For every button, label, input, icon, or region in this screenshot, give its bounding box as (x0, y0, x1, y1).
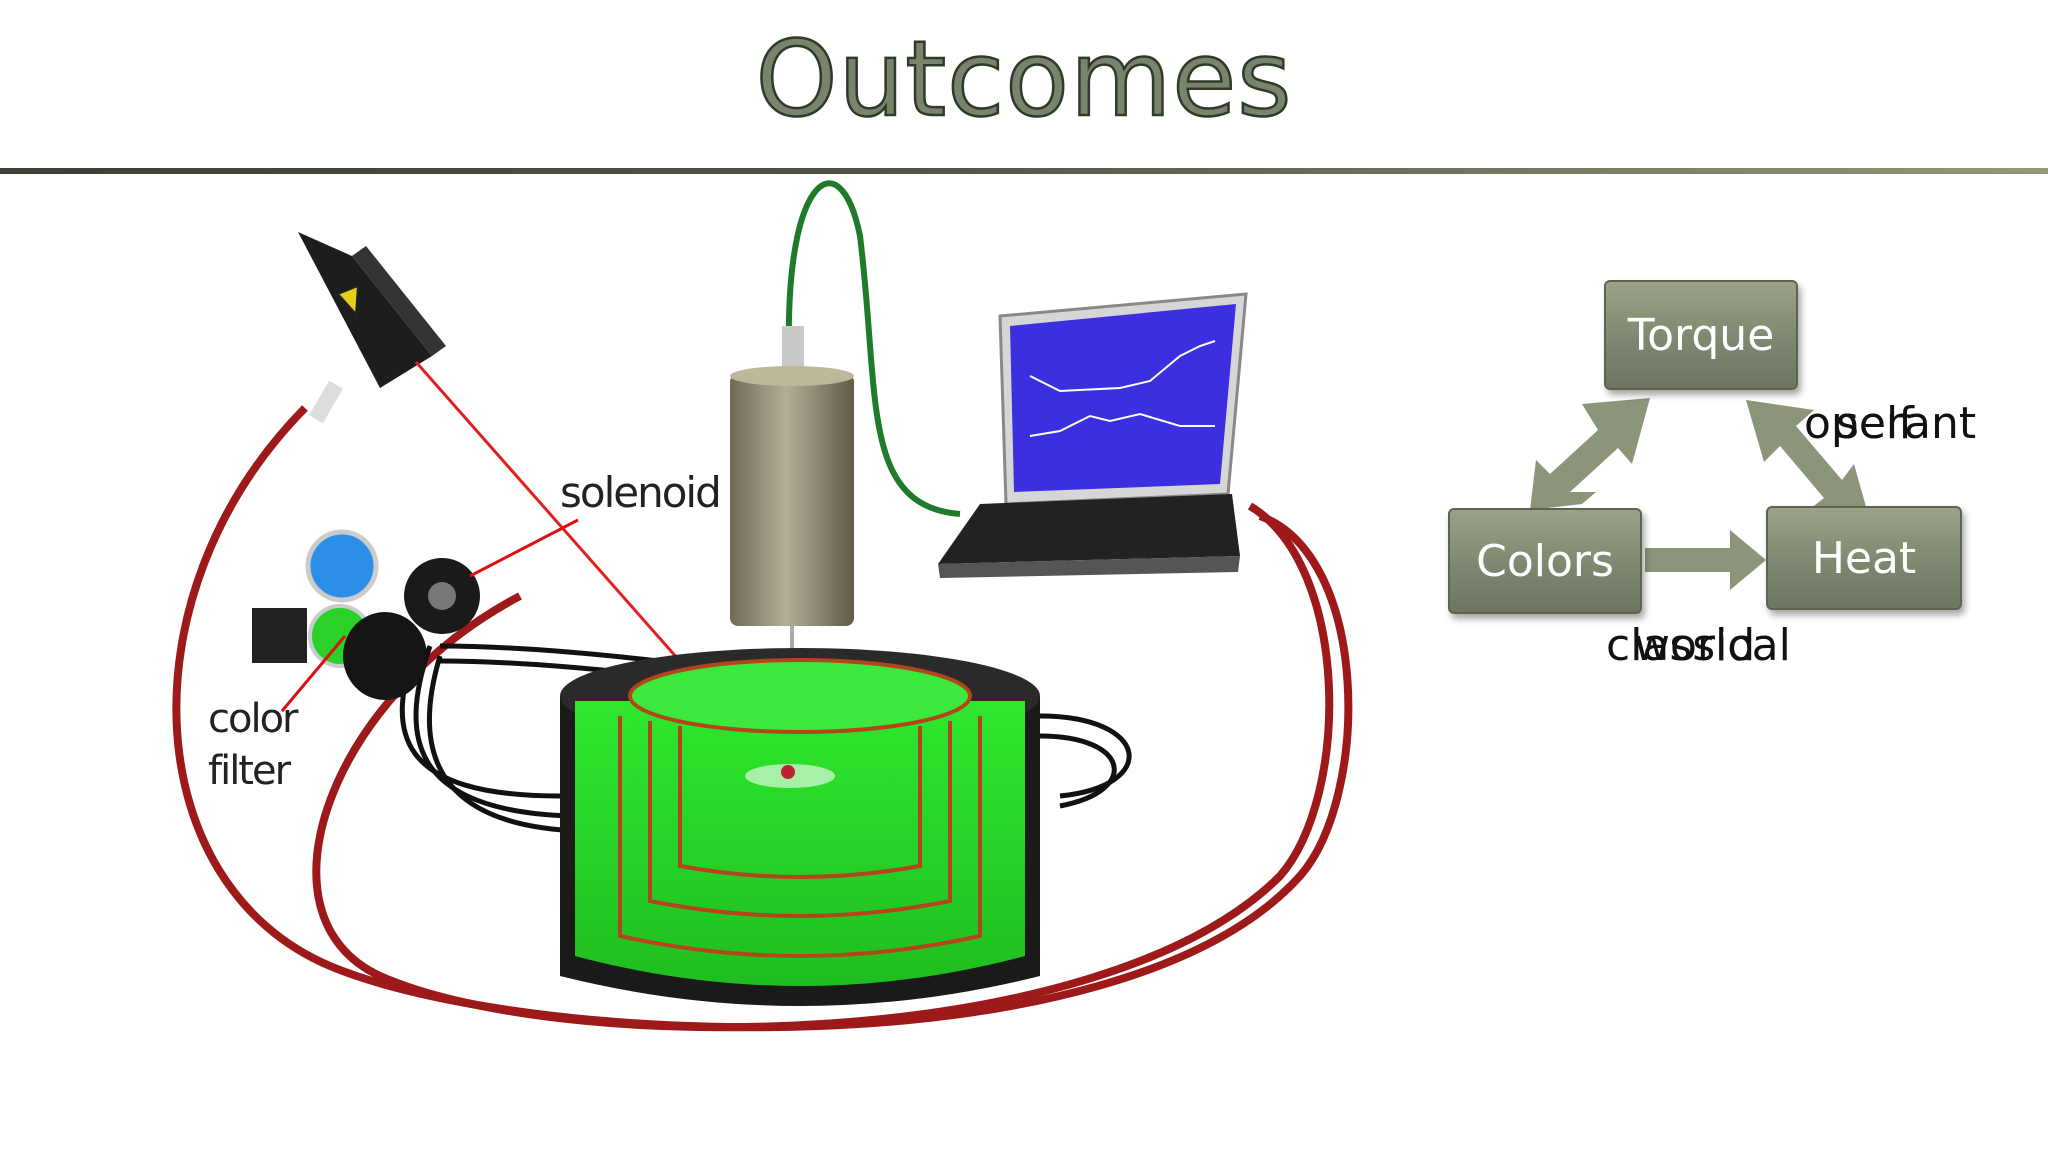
edge-label-classical: classical (1606, 620, 1791, 671)
edge-label-world: world (1634, 620, 1756, 671)
arrow-colors-torque (1530, 398, 1650, 510)
heat-box: Heat (1766, 506, 1962, 610)
colors-box: Colors (1448, 508, 1642, 614)
apparatus-illustration (172, 180, 1353, 1032)
color-filter-assembly (252, 529, 480, 700)
torque-box: Torque (1604, 280, 1798, 390)
cycle-arrows (1530, 398, 1872, 590)
probe-cable (785, 180, 961, 517)
edge-label-self: self (1836, 398, 1914, 449)
solenoid-label: solenoid (560, 468, 722, 517)
arrow-colors-heat (1645, 530, 1766, 590)
motor-cylinder (730, 374, 854, 626)
title-divider (0, 168, 2048, 174)
laser-device (298, 232, 446, 424)
color-filter-label-line2: filter (208, 748, 291, 794)
laptop (938, 292, 1248, 578)
slide-title: Outcomes (754, 17, 1293, 142)
edge-label-operant: operant (1804, 398, 1977, 449)
fiber-cable-2 (312, 502, 1334, 1032)
color-filter-label-line1: color (208, 696, 298, 742)
arrow-torque-heat (1746, 400, 1872, 528)
tank (560, 648, 1040, 1006)
